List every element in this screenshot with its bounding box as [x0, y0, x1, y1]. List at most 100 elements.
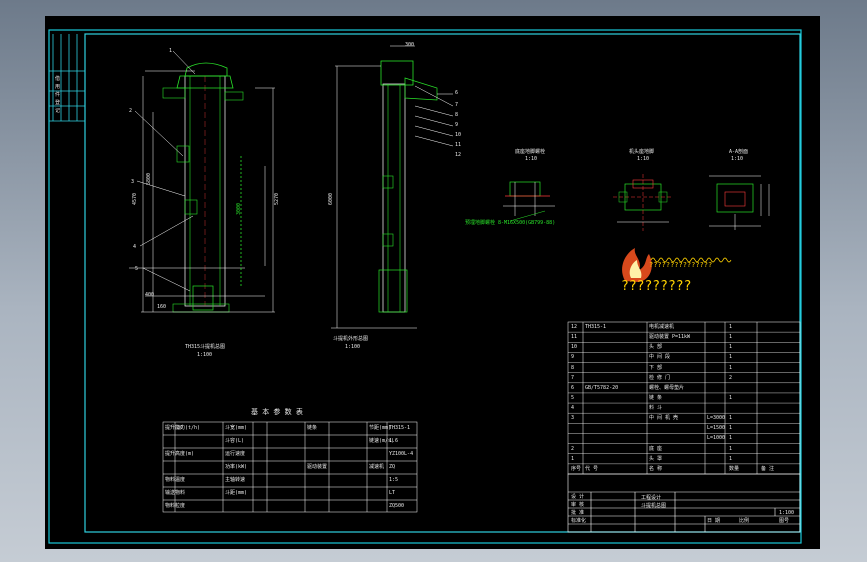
spec-table-cell: 链条: [307, 425, 318, 431]
parts-table-rows: [568, 331, 800, 465]
spec-table-cell: 物料粒度: [165, 503, 186, 509]
detail2-label: 机头座地脚: [629, 149, 655, 155]
parts-table-cell: 2: [571, 445, 575, 452]
side-view-elevator: [129, 50, 275, 313]
spec-table-cell: 输送物料: [165, 490, 186, 496]
detail3-label: A-A剖面: [729, 149, 749, 155]
spec-table-cell: 链速(m/s): [369, 438, 395, 444]
spec-table-cell: 斗容(L): [225, 438, 245, 444]
dim-total: 5800: [146, 172, 153, 186]
parts-table-cell: 6: [571, 384, 575, 391]
spec-table-cell: 提升高度(m): [165, 451, 195, 457]
callout-6: 6: [455, 90, 459, 96]
title-block-drawing-title: 斗提机总图: [641, 503, 667, 509]
callout-1: 1: [169, 48, 173, 54]
dim-top-right: 300: [405, 42, 415, 48]
parts-table-grid: [567, 321, 801, 475]
detail3-scale: 1:10: [731, 156, 744, 162]
parts-table-cell: TH315-1: [585, 324, 607, 330]
title-block-label-review: 审 核: [571, 502, 585, 508]
spec-table-title: 基 本 参 数 表: [251, 408, 303, 416]
parts-table-header-cell: 备 注: [761, 465, 775, 472]
spec-table-cell: 斗宽(mm): [225, 425, 248, 431]
parts-table-cell: GB/T5782-20: [585, 384, 619, 391]
title-block-grid: [567, 473, 801, 533]
title-block-ratio: 1:100: [779, 510, 795, 516]
left-strip-char: 借: [55, 76, 61, 82]
parts-table-cell: 1: [729, 334, 733, 341]
detail-view-3: [709, 175, 770, 230]
parts-table-cell: 4: [571, 405, 575, 412]
parts-table-cell: 1: [729, 354, 733, 361]
parts-table-cell: 1: [571, 455, 575, 462]
parts-table-cell: 1: [729, 445, 733, 452]
parts-table-cell: 中 间 机 壳: [649, 415, 679, 422]
spec-table-cell: 1:5: [389, 477, 399, 483]
parts-table-cell: 1: [729, 455, 733, 462]
question-marks: ?????????: [621, 279, 692, 294]
detail1-label: 底座地脚螺栓: [515, 149, 546, 155]
spec-table-cell: 提升能力(t/h): [165, 425, 201, 431]
dim-front: 6000: [328, 192, 335, 206]
left-strip-char: 登: [55, 100, 61, 106]
title-block-label-approve: 批 准: [571, 510, 585, 516]
spec-table-cell: 节距(mm): [369, 425, 392, 431]
front-view-elevator: [331, 45, 454, 329]
left-strip-char: 用: [55, 84, 61, 90]
parts-table-header-cell: 代 号: [585, 465, 599, 472]
callout-4: 4: [133, 244, 137, 250]
callout-12: 12: [455, 152, 462, 158]
callout-11: 11: [455, 142, 462, 148]
detail-view-2: [613, 174, 673, 231]
spec-table-cell: 主轴转速: [225, 477, 246, 483]
parts-table-header-cell: 序号: [571, 465, 582, 472]
callout-2: 2: [129, 108, 133, 114]
parts-table-cell: 5: [571, 394, 575, 401]
parts-table-cell: 头 部: [649, 344, 663, 351]
spec-table-cell: 驱动装置: [307, 464, 328, 470]
title-block-label-standard: 标准化: [571, 518, 587, 524]
detail2-scale: 1:10: [637, 156, 650, 162]
dim-right: 5270: [274, 192, 281, 206]
spec-table-cell: 斗距(mm): [225, 490, 248, 496]
left-binding-strip: [49, 34, 85, 122]
parts-table-header-cell: 数量: [729, 465, 740, 472]
logo-caption-marks: ???????????????: [649, 261, 713, 269]
parts-table-cell: 1: [729, 364, 733, 371]
spec-table-cell: 运行速度: [225, 451, 246, 457]
spec-table-cell: 30: [177, 425, 184, 431]
spec-table-cell: 1.6: [389, 438, 399, 444]
spec-table-cell: 减速机: [369, 464, 385, 470]
parts-table-cell: 1: [729, 425, 733, 432]
parts-table-cell: 1: [729, 324, 733, 330]
detail1-scale: 1:10: [525, 156, 538, 162]
spec-table-cell: ZQ500: [389, 503, 405, 509]
spec-table-cell: TH315-1: [389, 425, 411, 431]
flame-logo: [622, 248, 652, 282]
cad-drawing-canvas: [48, 29, 802, 544]
callout-3: 3: [131, 179, 135, 185]
parts-table-cell: 检 修 门: [649, 374, 671, 381]
parts-table-cell: 3: [571, 415, 575, 422]
spec-table-cell: 功率(kW): [225, 464, 248, 470]
parts-table-cell: 7: [571, 374, 575, 381]
title-block-label-ratio: 比例: [739, 518, 750, 524]
title-block-mark: 图号: [779, 518, 790, 524]
parts-table-cell: 8: [571, 364, 575, 371]
spec-table-cell: 物料温度: [165, 477, 186, 483]
dim-bottom1: 400: [145, 292, 155, 298]
bolt-note: 预埋地脚螺栓 8-M16X500(GB799-88): [465, 220, 556, 226]
callout-8: 8: [455, 112, 459, 118]
front-view-label: 斗提机外形总图: [333, 336, 369, 342]
spec-table-cell: LT: [389, 490, 396, 496]
dim-bottom2: 160: [157, 304, 167, 310]
left-strip-char: 记: [55, 108, 61, 114]
parts-table-cell: 1: [729, 415, 733, 422]
drawing-sheet: 1 2 3 4 5 6 7 8 9 10 11 12 300 4570 5800…: [45, 16, 820, 549]
parts-table-cell: 2: [729, 374, 733, 381]
callout-7: 7: [455, 102, 459, 108]
parts-table-cell: 中 间 段: [649, 354, 671, 361]
parts-table-cell: 1: [729, 435, 733, 442]
parts-table-cell: 11: [571, 334, 578, 341]
spec-table-grid: [162, 421, 418, 513]
